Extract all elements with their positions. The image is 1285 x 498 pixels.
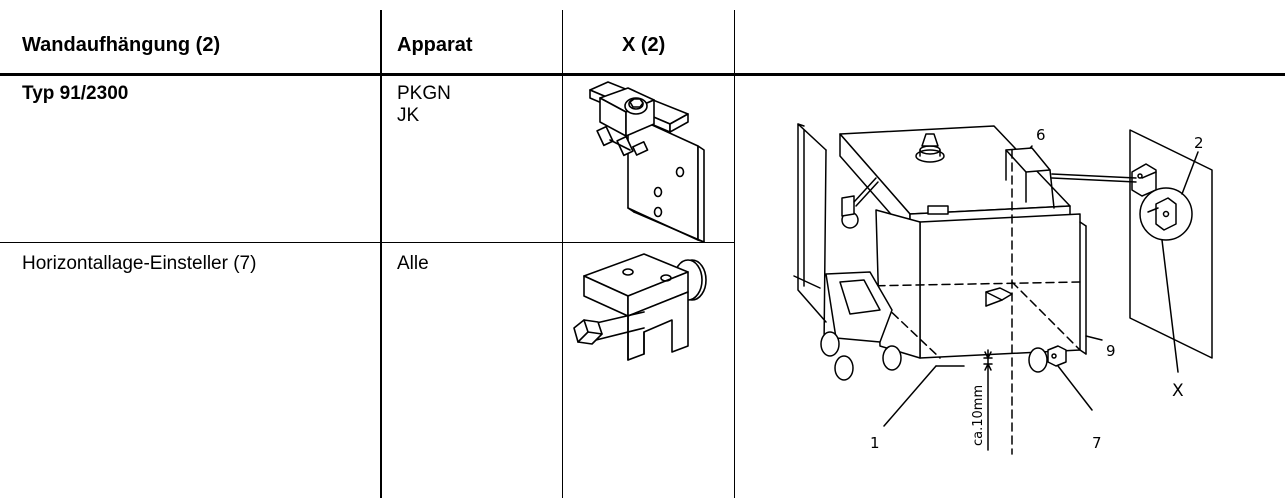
apparatus-mounting-drawing: 6 2 9 X 1 7 ca.10mm: [793, 123, 1213, 455]
column-divider-2: [562, 10, 563, 498]
label-6: 6: [1036, 126, 1046, 144]
row1-part-name: Typ 91/2300: [22, 83, 129, 104]
label-2: 2: [1194, 134, 1204, 152]
row2-part-name: Horizontallage-Einsteller (7): [22, 253, 257, 274]
label-gap: ca.10mm: [971, 385, 986, 446]
header-wandaufhaengung: Wandaufhängung (2): [22, 34, 221, 56]
column-divider-1: [380, 10, 382, 498]
row2-apparatus-alle: Alle: [397, 253, 429, 274]
horizontal-adjuster-illustration: [573, 253, 707, 361]
header-apparat: Apparat: [397, 34, 473, 56]
label-x: X: [1172, 381, 1184, 401]
row-divider: [0, 242, 734, 243]
wall-bracket-illustration: [589, 81, 705, 243]
header-x: X (2): [622, 34, 666, 56]
label-1: 1: [870, 434, 880, 452]
column-divider-3: [734, 10, 735, 498]
wall-outline: [1129, 129, 1213, 359]
header-rule: [0, 73, 1285, 76]
row1-apparatus-jk: JK: [397, 105, 420, 126]
row1-apparatus-pkgn: PKGN: [397, 83, 451, 104]
label-7: 7: [1092, 434, 1102, 452]
label-9: 9: [1106, 342, 1116, 360]
